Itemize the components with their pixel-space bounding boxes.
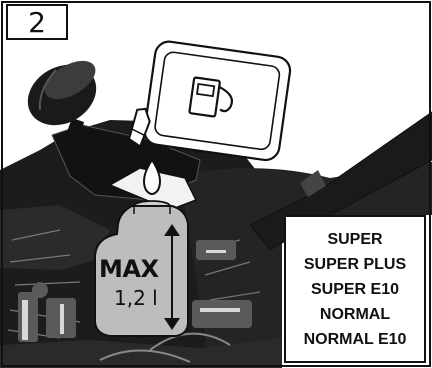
reservoir-volume-label: 1,2 l: [114, 286, 158, 310]
reservoir-cap-icon: [17, 53, 107, 137]
fuel-type-item: SUPER E10: [311, 277, 399, 302]
max-level-label: MAX: [99, 255, 158, 283]
step-number-box: 2: [6, 4, 68, 40]
fuel-types-list: SUPER SUPER PLUS SUPER E10 NORMAL NORMAL…: [284, 215, 426, 363]
fuel-type-item: SUPER: [327, 227, 382, 252]
fuel-type-item: NORMAL: [320, 302, 390, 327]
step-number: 2: [28, 6, 46, 39]
fuel-type-item: SUPER PLUS: [304, 252, 406, 277]
fuel-type-item: NORMAL E10: [304, 327, 407, 352]
